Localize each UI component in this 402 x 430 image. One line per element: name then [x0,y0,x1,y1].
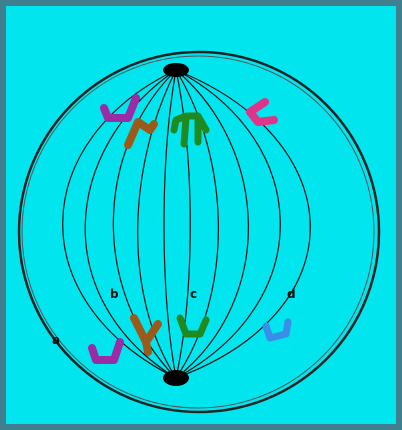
label-c: c [190,287,197,301]
label-a: a [52,333,60,347]
background [6,6,396,424]
label-d: d [287,287,296,301]
bottom-pole [163,370,189,386]
top-pole [163,63,189,77]
label-b: b [110,287,119,301]
